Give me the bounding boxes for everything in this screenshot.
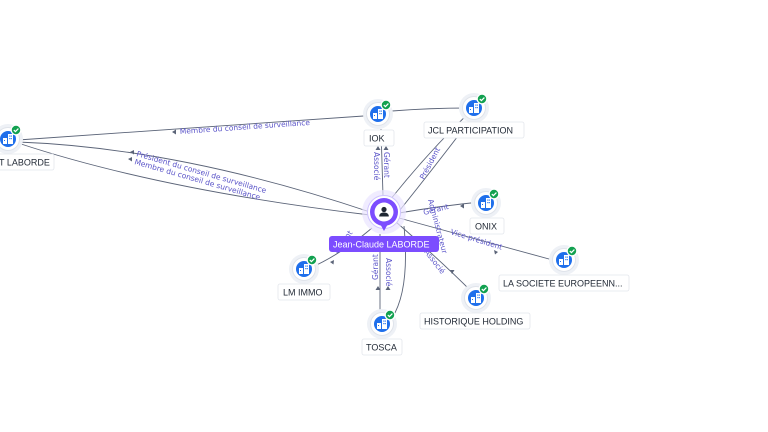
- check-icon: [569, 249, 575, 254]
- edge-label-iok-membre: Membre du conseil de surveillance: [180, 118, 311, 136]
- edge-iok-jcl[interactable]: [391, 107, 469, 112]
- company-node-jcl[interactable]: [459, 93, 489, 123]
- check-icon: [481, 287, 487, 292]
- company-label-jcl[interactable]: JCL PARTICIPATION: [428, 126, 513, 136]
- company-label-iok[interactable]: IOK: [369, 134, 385, 144]
- company-node-tosca[interactable]: [367, 309, 397, 339]
- company-node-laborde[interactable]: [0, 124, 23, 154]
- edge-label-tosca-gerant: Gérant: [371, 254, 380, 280]
- person-icon: [379, 206, 389, 217]
- person-label-center[interactable]: Jean-Claude LABORDE: [333, 240, 430, 250]
- edge-laborde-center-2[interactable]: [17, 142, 371, 216]
- arrowheads: [128, 129, 498, 290]
- person-node-center[interactable]: [362, 190, 406, 234]
- company-node-historique[interactable]: [461, 283, 491, 313]
- company-label-onix[interactable]: ONIX: [475, 222, 497, 232]
- company-node-europeenne[interactable]: [549, 245, 579, 275]
- edge-label-tosca-associe: Associé: [384, 258, 393, 287]
- check-icon: [383, 103, 389, 108]
- company-node-onix[interactable]: [471, 188, 501, 218]
- check-icon: [491, 192, 497, 197]
- edge-center-jcl-1[interactable]: [389, 111, 471, 201]
- edge-laborde-center-1[interactable]: [17, 141, 371, 213]
- edge-label-iok-associe: Associé: [372, 152, 381, 181]
- company-node-lmimmo[interactable]: [289, 254, 319, 284]
- company-label-historique[interactable]: HISTORIQUE HOLDING: [424, 317, 523, 327]
- edge-center-europeenne[interactable]: [398, 217, 561, 263]
- company-node-iok[interactable]: [363, 99, 393, 129]
- edge-label-laborde-president: Président du conseil de surveillance: [135, 149, 267, 195]
- edge-center-historique[interactable]: [395, 221, 473, 293]
- company-label-tosca[interactable]: TOSCA: [366, 343, 397, 353]
- edge-label-jcl-president: Président: [418, 146, 442, 181]
- edge-label-iok-gerant: Gérant: [382, 152, 391, 178]
- edge-labels: Membre du conseil de surveillance Présid…: [133, 118, 503, 287]
- edge-laborde-iok[interactable]: [17, 114, 379, 141]
- company-label-lmimmo[interactable]: LM IMMO: [283, 288, 323, 298]
- check-icon: [479, 97, 485, 102]
- check-icon: [309, 258, 315, 263]
- company-label-europeenne[interactable]: LA SOCIETE EUROPEENN...: [503, 279, 623, 289]
- check-icon: [13, 128, 19, 133]
- check-icon: [387, 313, 393, 318]
- company-label-laborde[interactable]: T LABORDE: [0, 158, 50, 168]
